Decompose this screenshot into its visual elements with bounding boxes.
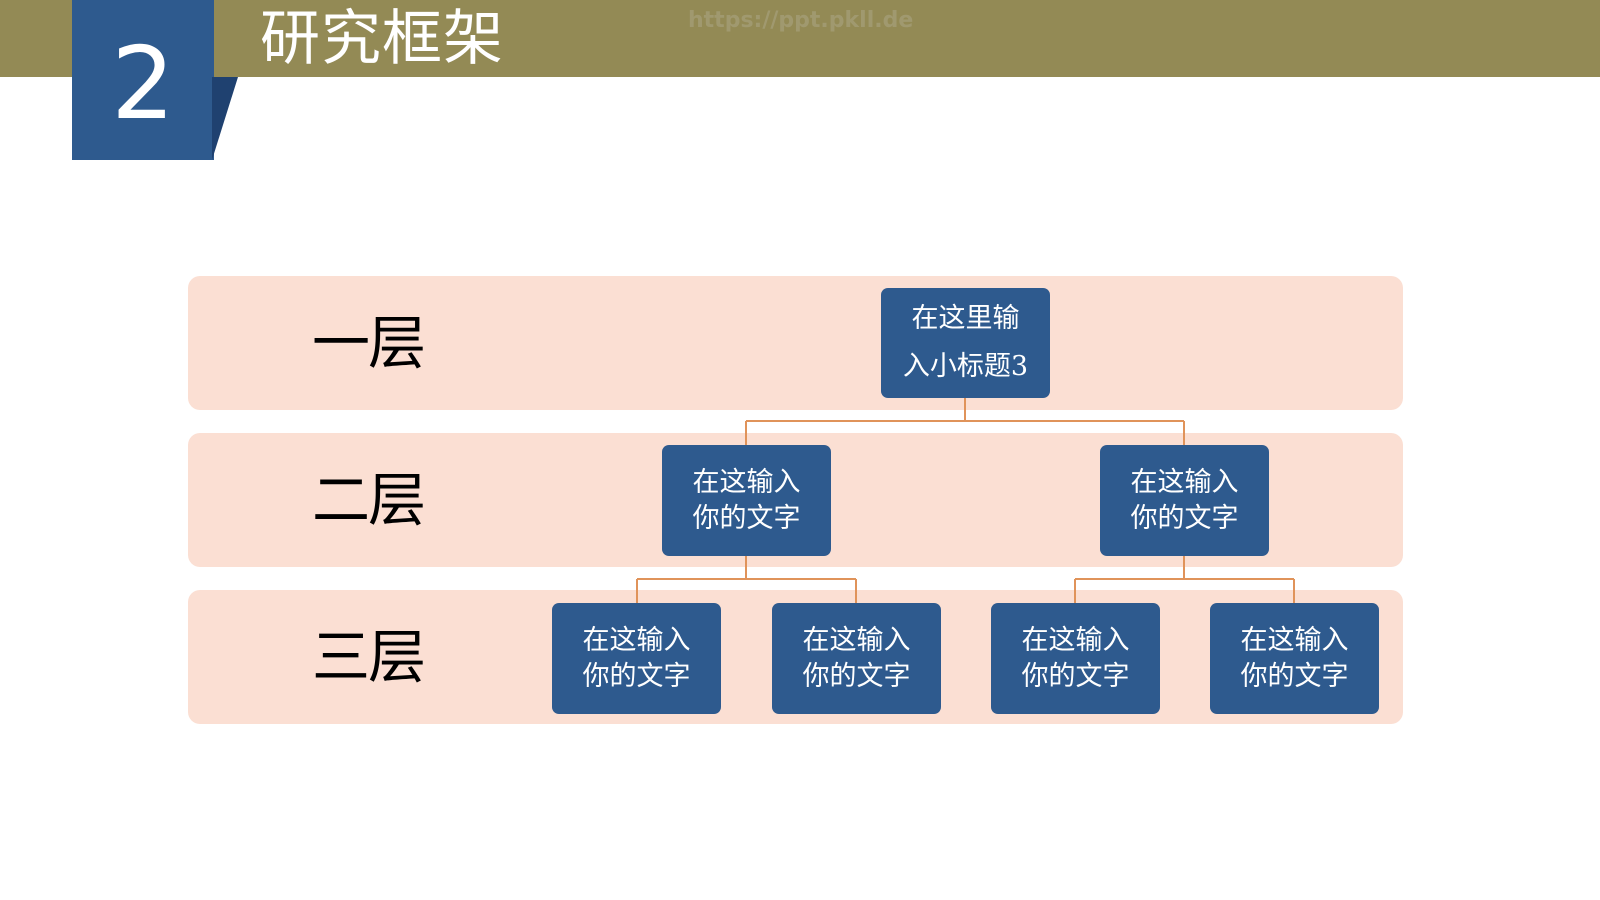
page-title: 研究框架 [260,4,504,74]
node-level3-1-line1: 在这输入 [582,624,691,656]
node-level3-1-line2: 你的文字 [582,660,691,692]
node-level2-left-line2: 你的文字 [692,502,801,534]
node-level3-3-line1: 在这输入 [1021,624,1130,656]
node-level2-left[interactable]: 在这输入 你的文字 [662,445,831,556]
watermark-text: https://ppt.pkll.de [688,8,914,33]
layer-label-2: 二层 [312,466,426,534]
node-level2-left-line1: 在这输入 [692,466,801,498]
node-level3-4-line2: 你的文字 [1240,660,1349,692]
node-level3-2-line1: 在这输入 [802,624,911,656]
node-root-line2: 入小标题3 [902,351,1029,382]
section-number-block: 2 [72,0,214,160]
section-block-shadow [212,77,238,160]
node-level3-2[interactable]: 在这输入 你的文字 [772,603,941,714]
node-level2-right-line1: 在这输入 [1130,466,1239,498]
node-level3-1[interactable]: 在这输入 你的文字 [552,603,721,714]
layer-band-1 [188,276,1403,410]
node-level3-3[interactable]: 在这输入 你的文字 [991,603,1160,714]
layer-label-1: 一层 [312,309,426,377]
node-level3-4-line1: 在这输入 [1240,624,1349,656]
layer-label-3: 三层 [312,623,426,691]
node-level3-3-line2: 你的文字 [1021,660,1130,692]
node-level2-right-line2: 你的文字 [1130,502,1239,534]
node-level3-2-line2: 你的文字 [802,660,911,692]
node-root-line1: 在这里输 [911,303,1020,334]
section-number: 2 [111,25,175,142]
node-level3-4[interactable]: 在这输入 你的文字 [1210,603,1379,714]
node-root[interactable]: 在这里输 入小标题3 [881,288,1050,398]
header-band [0,0,1600,77]
node-level2-right[interactable]: 在这输入 你的文字 [1100,445,1269,556]
